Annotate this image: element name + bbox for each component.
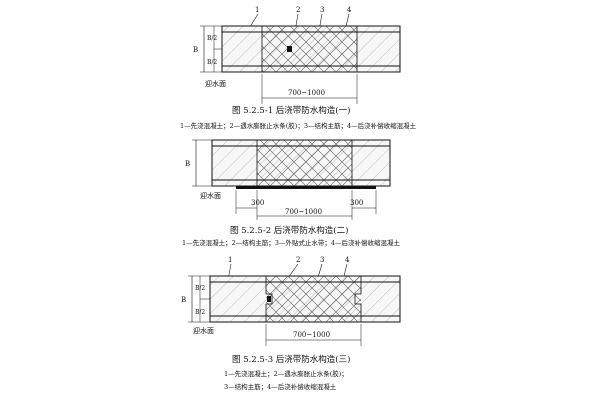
dim-B-half-top-3: B/2 [195,285,205,292]
waterstop-3 [267,296,271,302]
dim-side-right-2: 300 [350,199,363,207]
caption-figure-3: 图 5.2.5-3 后浇带防水构造(三) [232,354,350,365]
callout-4: 4 [347,6,352,14]
legend-figure-3-line-2: 3—结构主筋；4—后浇补偿收缩混凝土 [224,382,337,391]
caption-figure-2: 图 5.2.5-2 后浇带防水构造(二) [230,225,348,236]
callout-3-3: 3 [320,256,324,264]
dim-B-half-bottom-1: B/2 [207,59,217,66]
dim-width-1: 700~1000 [288,89,325,97]
callout-3-2: 2 [296,256,300,264]
caption-figure-1: 图 5.2.5-1 后浇带防水构造(一) [232,105,350,116]
callout-2: 2 [296,6,300,14]
callout-3-1: 1 [228,256,232,264]
figure-1: 1 2 3 4 B B/2 B/2 迎水面 700~1000 [180,6,417,130]
post-pour-band-2 [257,140,352,186]
callout-1: 1 [255,6,259,14]
legend-figure-1: 1—先浇混凝土；2—遇水膨胀止水条(胶)；3—结构主筋；4—后浇补偿收缩混凝土 [180,121,417,130]
post-pour-band-3 [266,276,361,322]
waterstop-1 [287,46,292,52]
dim-width-2: 700~1000 [285,208,322,216]
water-face-label-2: 迎水面 [200,191,221,200]
dim-B-half-bottom-3: B/2 [195,309,205,316]
legend-figure-3-line-1: 1—先浇混凝土；2—遇水膨胀止水条(胶)； [224,369,348,378]
external-waterstop-2 [236,186,376,189]
dim-B-half-top-1: B/2 [207,35,217,42]
dim-B-3: B [181,296,186,304]
callout-3-4: 4 [345,256,350,264]
post-pour-band-1 [262,26,357,72]
legend-figure-2: 1—先浇混凝土；2—结构主筋；3—外贴式止水带；4—后浇补偿收缩混凝土 [182,238,401,247]
water-face-label-3: 迎水面 [193,326,214,335]
dim-width-3: 700~1000 [293,331,330,339]
figure-2: B 迎水面 300 300 700~1000 图 5.2.5-2 后浇带防水构造… [182,139,401,247]
callout-3: 3 [320,6,324,14]
water-face-label-1: 迎水面 [205,79,226,88]
dim-B-2: B [185,160,190,168]
dim-side-left-2: 300 [251,199,264,207]
figure-3: 1 2 3 4 B B/2 B/2 迎水面 700~1000 图 5.2.5-3… [181,256,401,391]
dim-B-1: B [193,46,198,54]
